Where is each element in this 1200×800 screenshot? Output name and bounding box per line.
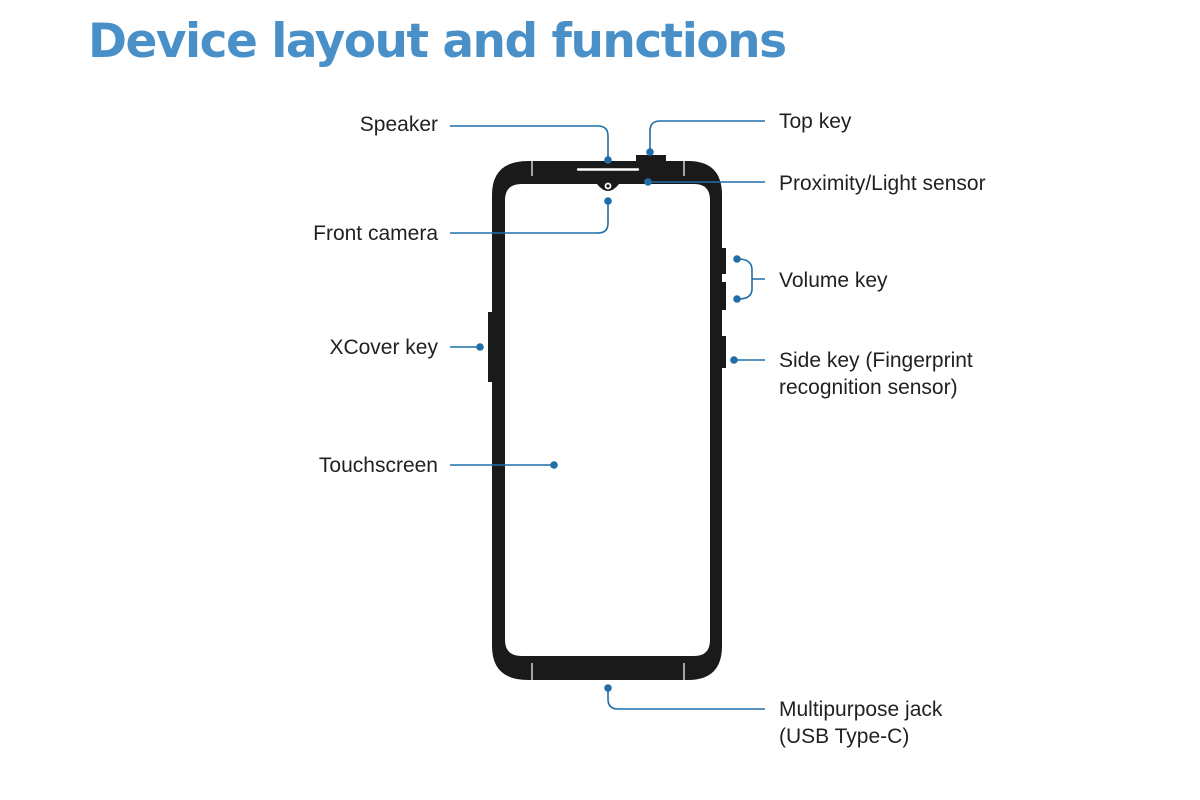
label-multipurpose-jack-line-2: (USB Type-C) (779, 725, 910, 748)
label-xcover-key: XCover key (329, 336, 438, 359)
side-key-button (720, 336, 726, 368)
multipurpose-jack-dot (604, 684, 612, 692)
volume-up-button (720, 248, 726, 274)
label-side-key-line-2: recognition sensor) (779, 376, 958, 399)
top-key-leader (649, 120, 765, 152)
xcover-key-button (488, 312, 494, 382)
label-speaker: Speaker (359, 113, 438, 136)
phone-frame (492, 161, 722, 680)
speaker-leader (450, 125, 609, 160)
speaker-dot (604, 156, 612, 164)
leader-dots (476, 148, 741, 692)
phone-device (488, 155, 726, 680)
side-key-dot (730, 356, 738, 364)
front-camera-leader (450, 201, 609, 234)
proximity-sensor-dot (644, 178, 652, 186)
touchscreen-dot (550, 461, 558, 469)
volume-up-dot (733, 255, 741, 263)
label-multipurpose-jack: Multipurpose jack (USB Type-C) (779, 696, 942, 750)
bumper-marks (531, 161, 685, 680)
label-volume-key: Volume key (779, 269, 888, 292)
top-key-button (636, 155, 666, 163)
label-proximity-light-sensor: Proximity/Light sensor (779, 172, 986, 195)
xcover-key-dot (476, 343, 484, 351)
top-key-dot (646, 148, 654, 156)
page-title: Device layout and functions (88, 14, 787, 69)
label-front-camera: Front camera (313, 222, 438, 245)
label-touchscreen: Touchscreen (318, 454, 438, 477)
label-multipurpose-jack-line-1: Multipurpose jack (779, 698, 943, 721)
front-camera-dot (604, 197, 612, 205)
volume-down-button (720, 282, 726, 310)
volume-key-leader (737, 258, 765, 300)
leader-lines (450, 120, 765, 710)
volume-down-dot (733, 295, 741, 303)
label-top-key: Top key (779, 110, 852, 133)
label-side-key: Side key (Fingerprint recognition sensor… (779, 347, 973, 401)
multipurpose-jack-leader (607, 688, 765, 710)
label-side-key-line-1: Side key (Fingerprint (779, 349, 973, 372)
